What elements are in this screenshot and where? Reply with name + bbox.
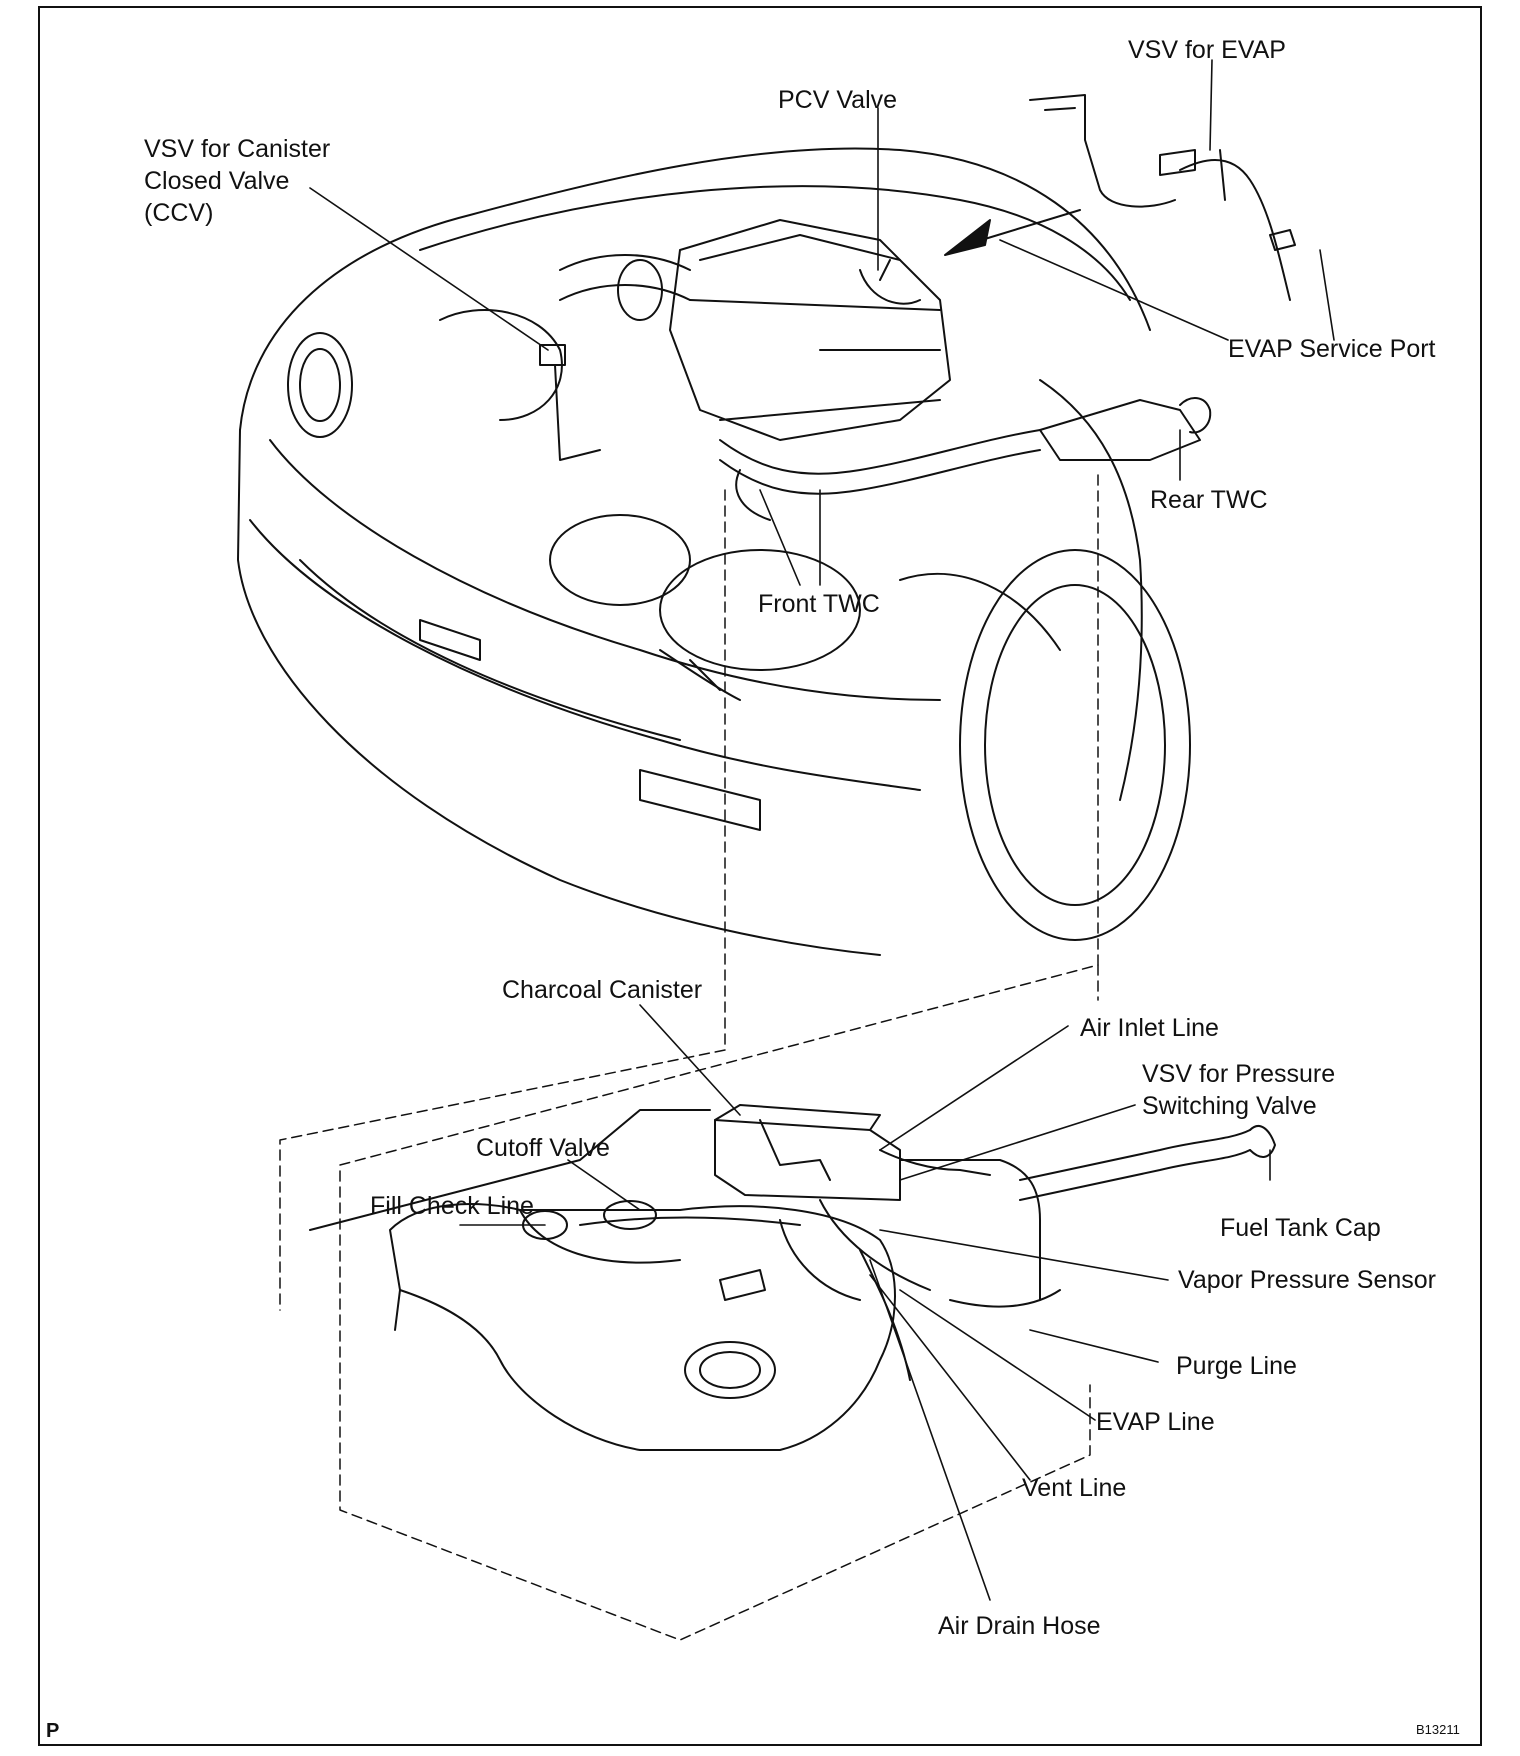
leader-cutoff [567,1159,641,1211]
leader-vsv-psv [899,1104,1136,1181]
label-fuel-tank-cap: Fuel Tank Cap [1220,1214,1381,1242]
label-vapor-pressure-sensor: Vapor Pressure Sensor [1178,1266,1436,1294]
leader-service-port-2 [1319,249,1335,341]
corner-mark: P [46,1720,60,1742]
label-vsv-canister-closed-valve: VSV for Canister Closed Valve (CCV) [144,135,331,227]
label-evap-service-port: EVAP Service Port [1228,335,1436,363]
leader-front-twc-a [759,489,801,586]
label-purge-line: Purge Line [1176,1352,1297,1380]
figure-code: B13211 [1416,1722,1460,1737]
leader-vent [869,1274,1031,1481]
label-vent-line: Vent Line [1022,1474,1127,1502]
label-rear-twc: Rear TWC [1150,486,1268,514]
label-air-drain-hose: Air Drain Hose [938,1612,1101,1640]
diagram-frame [38,6,1482,1746]
label-evap-line: EVAP Line [1096,1408,1215,1436]
detail-outline [279,474,1099,1641]
leader-charcoal [639,1004,741,1116]
leader-drain [869,1259,991,1601]
leader-lines [309,59,1335,1601]
leader-vsv-evap [1209,59,1213,151]
leader-evap-line [899,1289,1096,1421]
leader-vapor [879,1229,1169,1281]
label-vsv-pressure-switching-valve: VSV for Pressure Switching Valve [1142,1060,1336,1120]
vehicle-body [237,147,1191,956]
leader-air-inlet [879,1025,1069,1151]
engine-compartment [439,94,1296,521]
label-air-inlet-line: Air Inlet Line [1080,1014,1219,1042]
leader-purge [1029,1329,1159,1363]
label-fill-check-line: Fill Check Line [370,1192,534,1220]
fuel-tank-assembly [309,1104,1276,1451]
label-cutoff-valve: Cutoff Valve [476,1134,610,1162]
label-pcv-valve: PCV Valve [778,86,898,114]
label-front-twc: Front TWC [758,590,880,618]
leader-ccv [309,187,549,351]
label-vsv-for-evap: VSV for EVAP [1128,36,1286,64]
label-charcoal-canister: Charcoal Canister [502,976,703,1004]
leader-service-port [999,239,1229,341]
